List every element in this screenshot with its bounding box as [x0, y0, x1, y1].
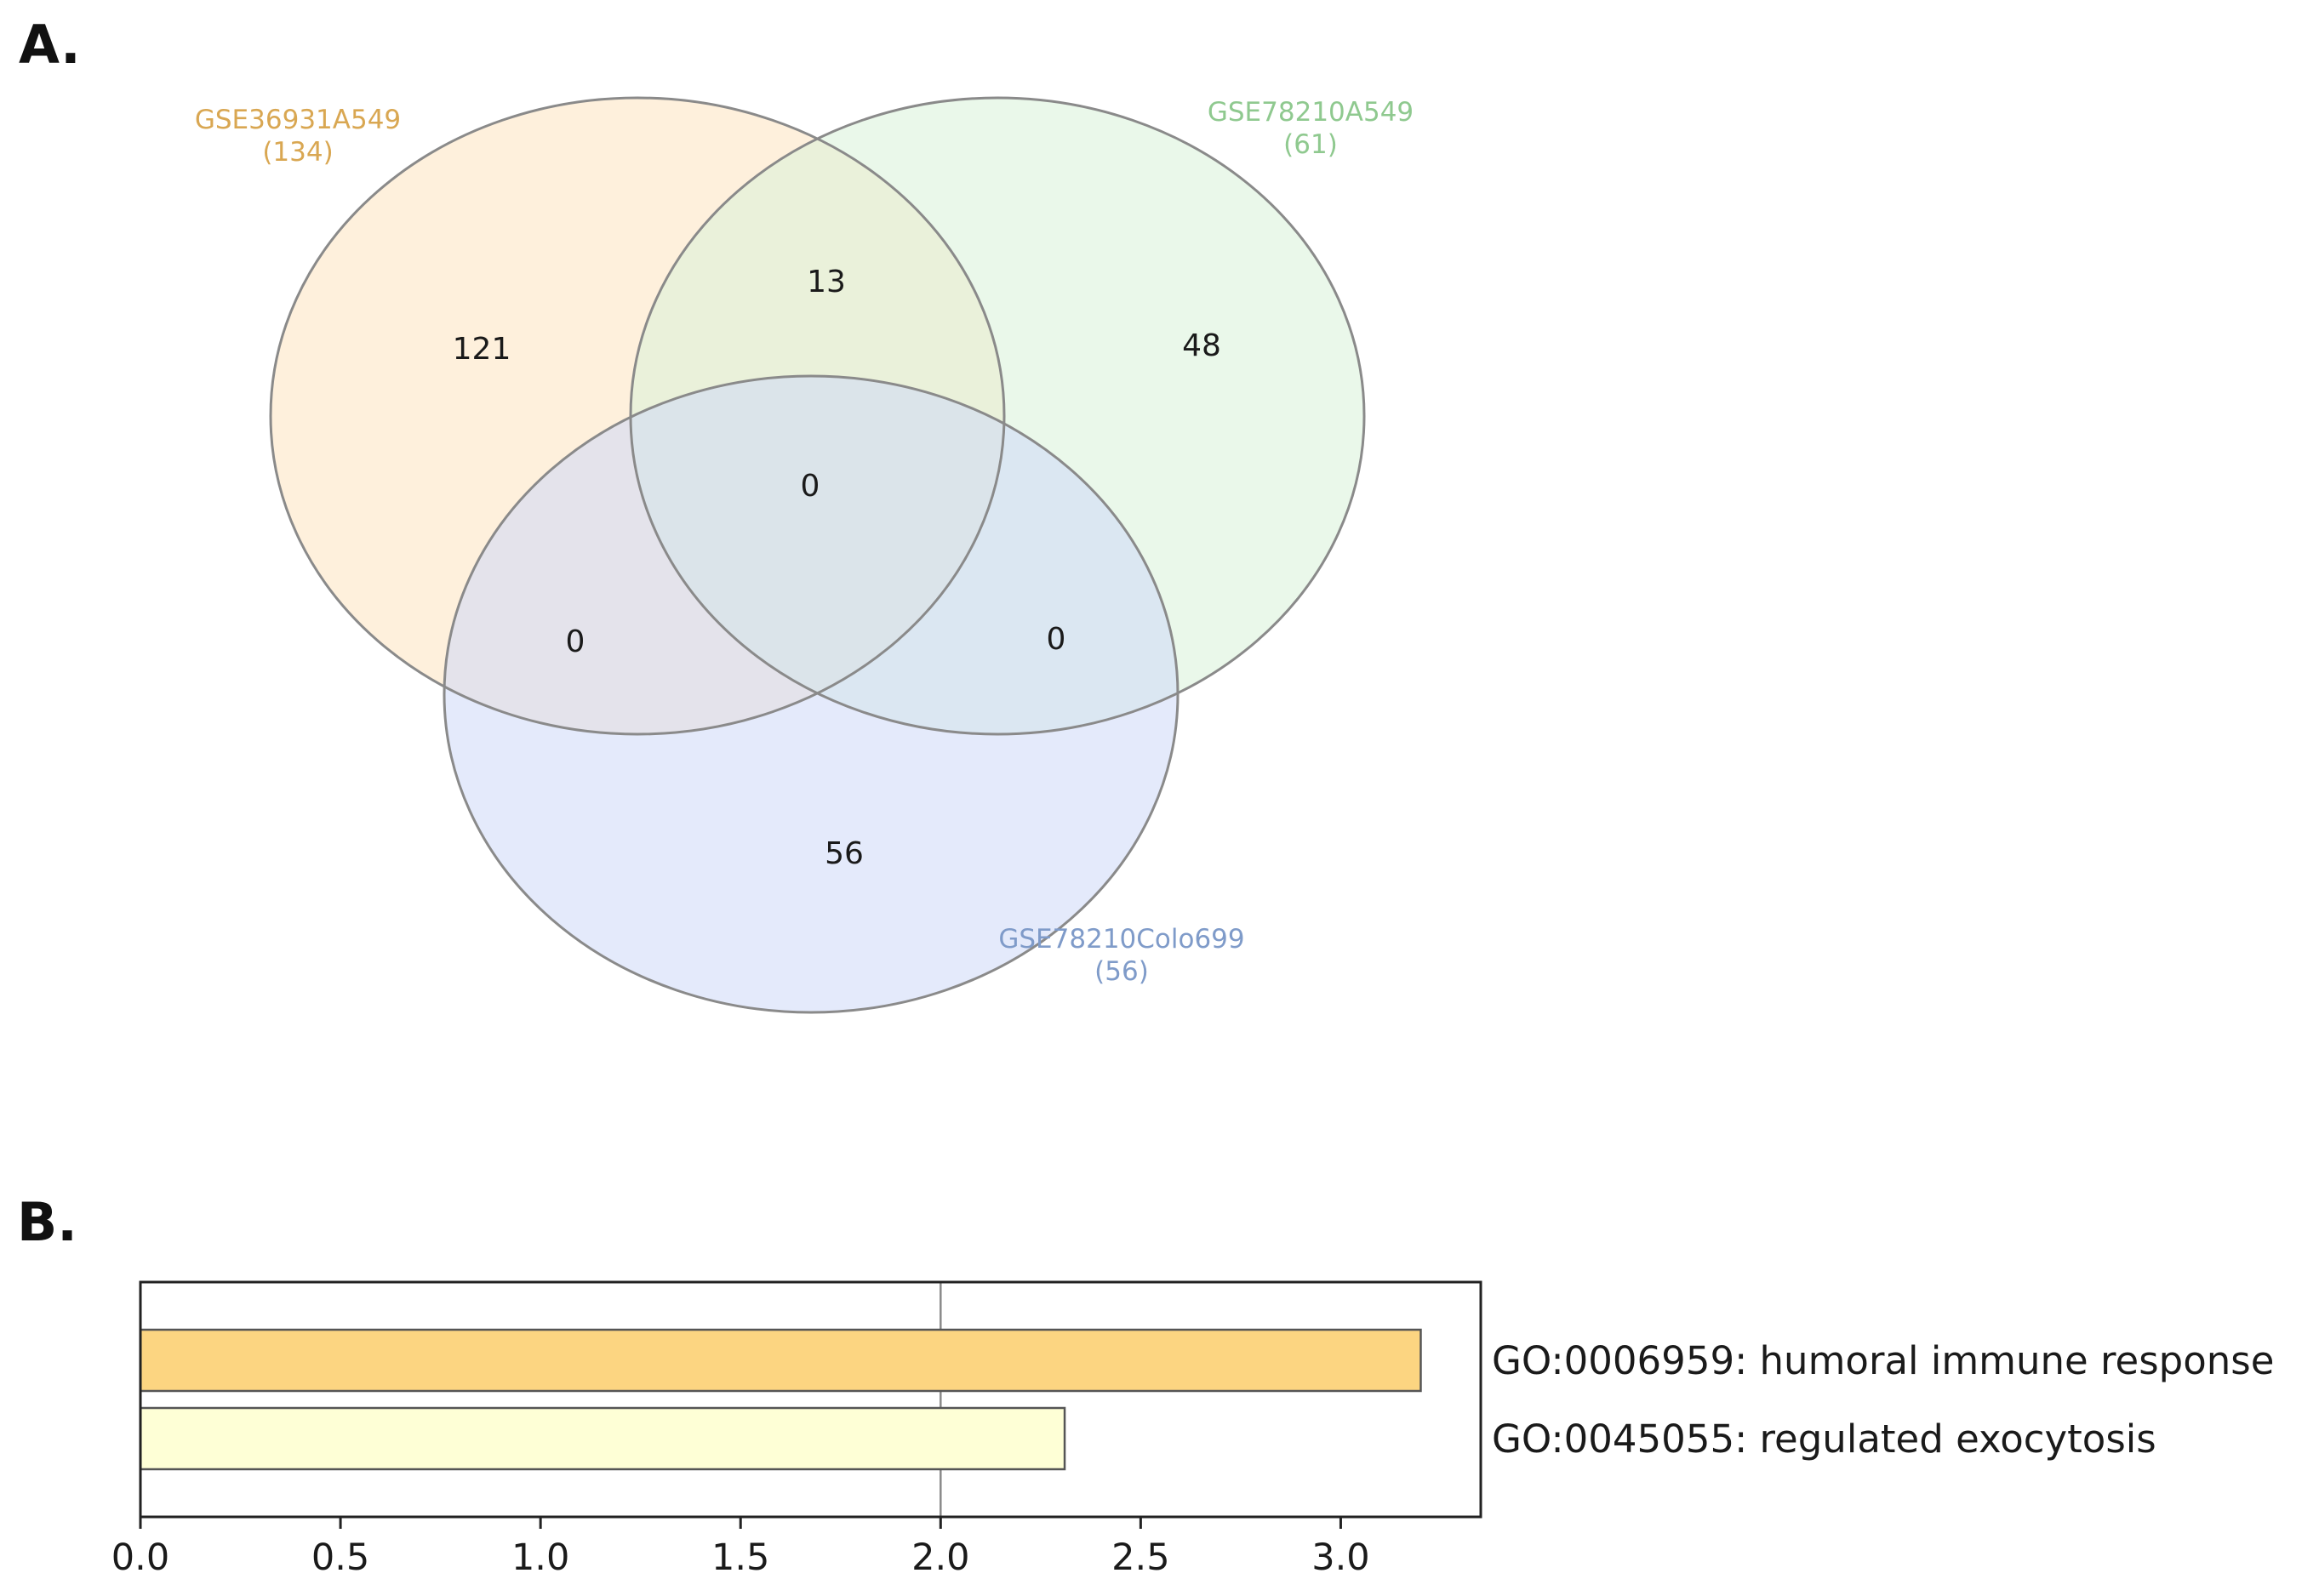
x-axis-ticks: 0.0 0.5 1.0 1.5 2.0 2.5 3.0 [111, 1517, 1370, 1579]
panel-a-label: A. [19, 14, 81, 76]
region-count-all-three: 0 [801, 469, 820, 504]
x-tick-label: 0.0 [111, 1536, 169, 1579]
bar-chart: 0.0 0.5 1.0 1.5 2.0 2.5 3.0 GO:0006959: humora… [111, 1280, 2274, 1579]
venn-diagram: GSE36931A549 (134) GSE78210A549 (61) GSE… [195, 96, 1414, 1014]
set-size-gse78210a549: (61) [1283, 129, 1338, 160]
bar-label-2: GO:0045055: regulated exocytosis [1492, 1416, 2156, 1462]
x-tick-label: 0.5 [311, 1536, 369, 1579]
region-count-b-and-c: 0 [1047, 622, 1066, 657]
set-label-gse78210a549: GSE78210A549 [1208, 97, 1414, 128]
plot-frame [139, 1280, 1482, 1519]
region-count-a-and-b: 13 [807, 265, 846, 299]
x-tick-label: 2.5 [1111, 1536, 1169, 1579]
region-count-b-only: 48 [1182, 328, 1221, 363]
x-tick-label: 2.0 [911, 1536, 969, 1579]
region-count-c-only: 56 [825, 836, 864, 871]
bars [139, 1328, 1422, 1471]
x-tick-label: 1.0 [511, 1536, 569, 1579]
set-size-gse36931a549: (134) [262, 137, 333, 168]
bar-1 [139, 1328, 1422, 1393]
set-label-gse36931a549: GSE36931A549 [195, 105, 401, 135]
bar-label-1: GO:0006959: humoral immune response [1492, 1338, 2274, 1383]
bar-2 [139, 1406, 1066, 1471]
venn-outline-gse36931a549 [269, 96, 1006, 736]
x-tick-label: 1.5 [711, 1536, 769, 1579]
set-label-gse78210colo699: GSE78210Colo699 [998, 924, 1244, 955]
venn-outline-gse78210colo699 [443, 374, 1179, 1014]
bar-labels: GO:0006959: humoral immune responseGO:00… [1492, 1338, 2274, 1462]
venn-circle-gse78210colo699 [444, 376, 1178, 1012]
venn-circles [271, 98, 1364, 1012]
region-count-a-only: 121 [453, 332, 511, 367]
region-count-a-and-c: 0 [566, 624, 585, 659]
venn-outlines [269, 96, 1366, 1014]
set-size-gse78210colo699: (56) [1094, 956, 1149, 987]
x-tick-label: 3.0 [1311, 1536, 1369, 1579]
panel-b-label: B. [17, 1191, 77, 1253]
